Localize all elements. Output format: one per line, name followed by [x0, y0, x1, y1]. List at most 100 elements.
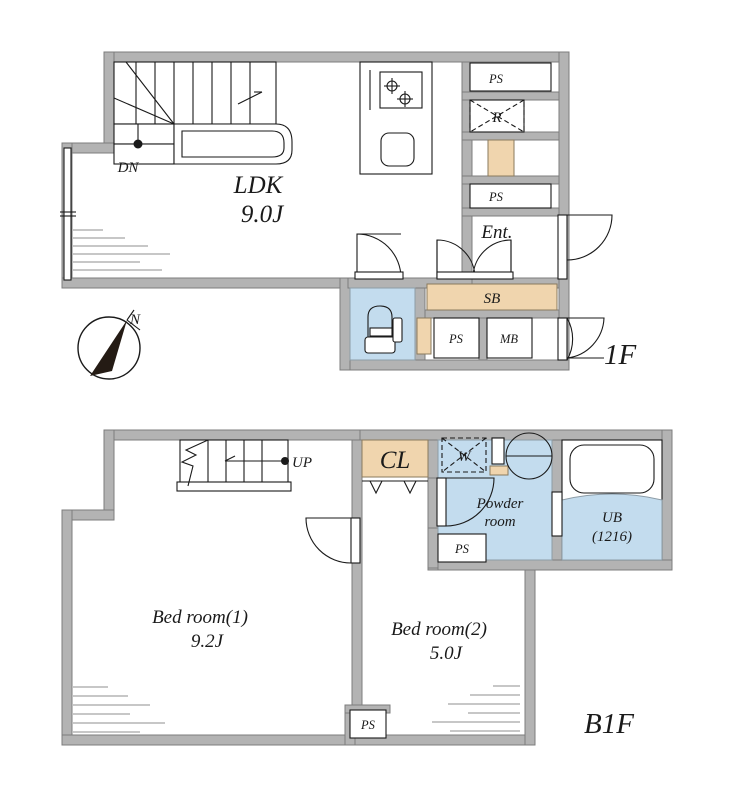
label-dn: DN: [117, 160, 140, 176]
ps-powder-box: [437, 533, 487, 563]
compass-rose: N: [77, 309, 141, 380]
label-bedroom-2-area: 5.0J: [430, 643, 464, 664]
ps-bottom-b1f: PS: [349, 709, 387, 739]
wall-right-bed2-b1f: [524, 564, 536, 746]
mail-box-1f: MB: [486, 317, 533, 359]
wall-ps-mb-divider-1f: [478, 317, 488, 361]
bathtub: [569, 444, 655, 494]
label-ps-service: PS: [448, 332, 464, 346]
door-service-exterior: [557, 317, 605, 361]
door-toilet-1f: [354, 233, 404, 280]
wall-ps-upper-bottom-1f: [461, 91, 560, 101]
wall-left-lower-b1f: [61, 509, 73, 746]
window-pane-1f: [63, 147, 72, 281]
label-ps-bottom: PS: [360, 718, 376, 732]
wall-cl-right-b1f: [427, 439, 439, 479]
stair-bottom-edge-b1f: [176, 481, 292, 492]
door-leaf-powder: [436, 477, 447, 527]
label-ps-lower: PS: [488, 190, 504, 204]
wall-ps-lower-bottom-1f: [461, 207, 560, 217]
refrigerator-1f: R: [469, 99, 525, 133]
up-node: [281, 457, 289, 465]
stairs-down-1f: DN: [113, 61, 293, 176]
mb-box: [486, 317, 533, 359]
label-washer-2: W: [458, 449, 472, 465]
wall-bed-divider-b1f: [351, 439, 363, 736]
ps-bottom-box: [349, 709, 387, 739]
washer-dash-2: [441, 437, 487, 473]
label-mb: MB: [499, 332, 518, 346]
door-entrance-exterior: [557, 214, 613, 280]
shoe-box-1f: SB: [426, 283, 558, 311]
label-bedroom-2: Bed room(2): [391, 619, 487, 640]
closet-b1f: CL: [361, 439, 429, 495]
ps-lower-1f: PS: [469, 183, 552, 209]
window-left-1f: [60, 147, 76, 281]
wall-right-upper-b1f: [661, 429, 673, 571]
powder-room-b1f: W Powder room PS: [436, 432, 553, 563]
label-ub: UB: [602, 510, 622, 526]
label-entrance: Ent.: [480, 222, 512, 243]
ps-service-box: [433, 317, 480, 359]
vanity-mirror-2: [491, 437, 505, 465]
label-bedroom-1-area: 9.2J: [191, 631, 225, 652]
label-ldk-area: 9.0J: [241, 201, 285, 228]
stove-burner-2: [397, 91, 413, 107]
wall-top-1f: [104, 51, 570, 63]
label-bedroom-1: Bed room(1): [152, 607, 248, 628]
wall-sb-bottom-1f: [424, 309, 560, 319]
vanity-shelf-2: [489, 465, 509, 476]
hatching-bed2-b1f: [432, 685, 520, 732]
label-powder-1: Powder: [476, 496, 524, 512]
toilet-tank: [392, 317, 403, 343]
sb-box: [426, 283, 558, 311]
ps-lower-box: [469, 183, 552, 209]
label-up: UP: [292, 455, 312, 471]
wall-left-service-1f: [339, 277, 351, 371]
ps-service-1f: PS: [433, 317, 480, 359]
fridge-dash: [469, 99, 525, 133]
label-north: N: [129, 312, 141, 328]
wall-bottom-b1f: [61, 734, 536, 746]
label-powder-2: room: [484, 514, 515, 530]
label-ldk: LDK: [233, 172, 284, 199]
stair-tread-a: [113, 123, 175, 145]
ps-upper-box: [469, 62, 552, 92]
door-leaf-bed1: [350, 517, 361, 564]
toilet-side-cabinet: [416, 317, 432, 355]
floor-b1f: UP CL W: [61, 429, 673, 746]
unit-bath-b1f: UB (1216): [551, 439, 663, 561]
label-refrigerator: R: [491, 110, 501, 126]
wall-bottom-ldk-1f: [61, 277, 349, 289]
ub-floor: [561, 493, 663, 561]
toilet-fixture: [364, 305, 403, 354]
entry-cabinet-1f: [487, 139, 515, 177]
wall-ps-lower-top-1f: [461, 175, 560, 185]
stair-run-box: [113, 61, 277, 125]
toilet-base: [364, 336, 396, 354]
label-floor-b1f: B1F: [584, 708, 634, 740]
label-sb: SB: [484, 291, 501, 307]
stove-burner-1: [384, 78, 400, 94]
door-sill-entry: [436, 271, 514, 280]
label-cl: CL: [380, 447, 411, 474]
hatching-ldk-1f: [73, 229, 170, 271]
compass-needle: [90, 320, 127, 376]
floor-1f: DN: [60, 51, 637, 380]
kitchen-sink: [380, 132, 415, 167]
kitchen-1f: [359, 61, 433, 175]
doors-entry-inner: [436, 239, 514, 280]
stairs-up-b1f: UP: [176, 439, 312, 492]
toilet-room-1f: [349, 287, 432, 361]
stair-landing: [173, 123, 293, 165]
wall-r-bottom-1f: [461, 131, 560, 141]
label-ps-powder: PS: [454, 542, 470, 556]
door-sill-toilet: [354, 271, 404, 280]
stair-railing: [181, 130, 285, 158]
wall-ps-powder-b1f: [427, 527, 439, 569]
ps-upper-1f: PS: [469, 62, 552, 92]
door-bedroom1-b1f: [305, 517, 361, 564]
toilet-seat: [369, 327, 393, 337]
door-leaf-ent-ext: [557, 214, 568, 280]
